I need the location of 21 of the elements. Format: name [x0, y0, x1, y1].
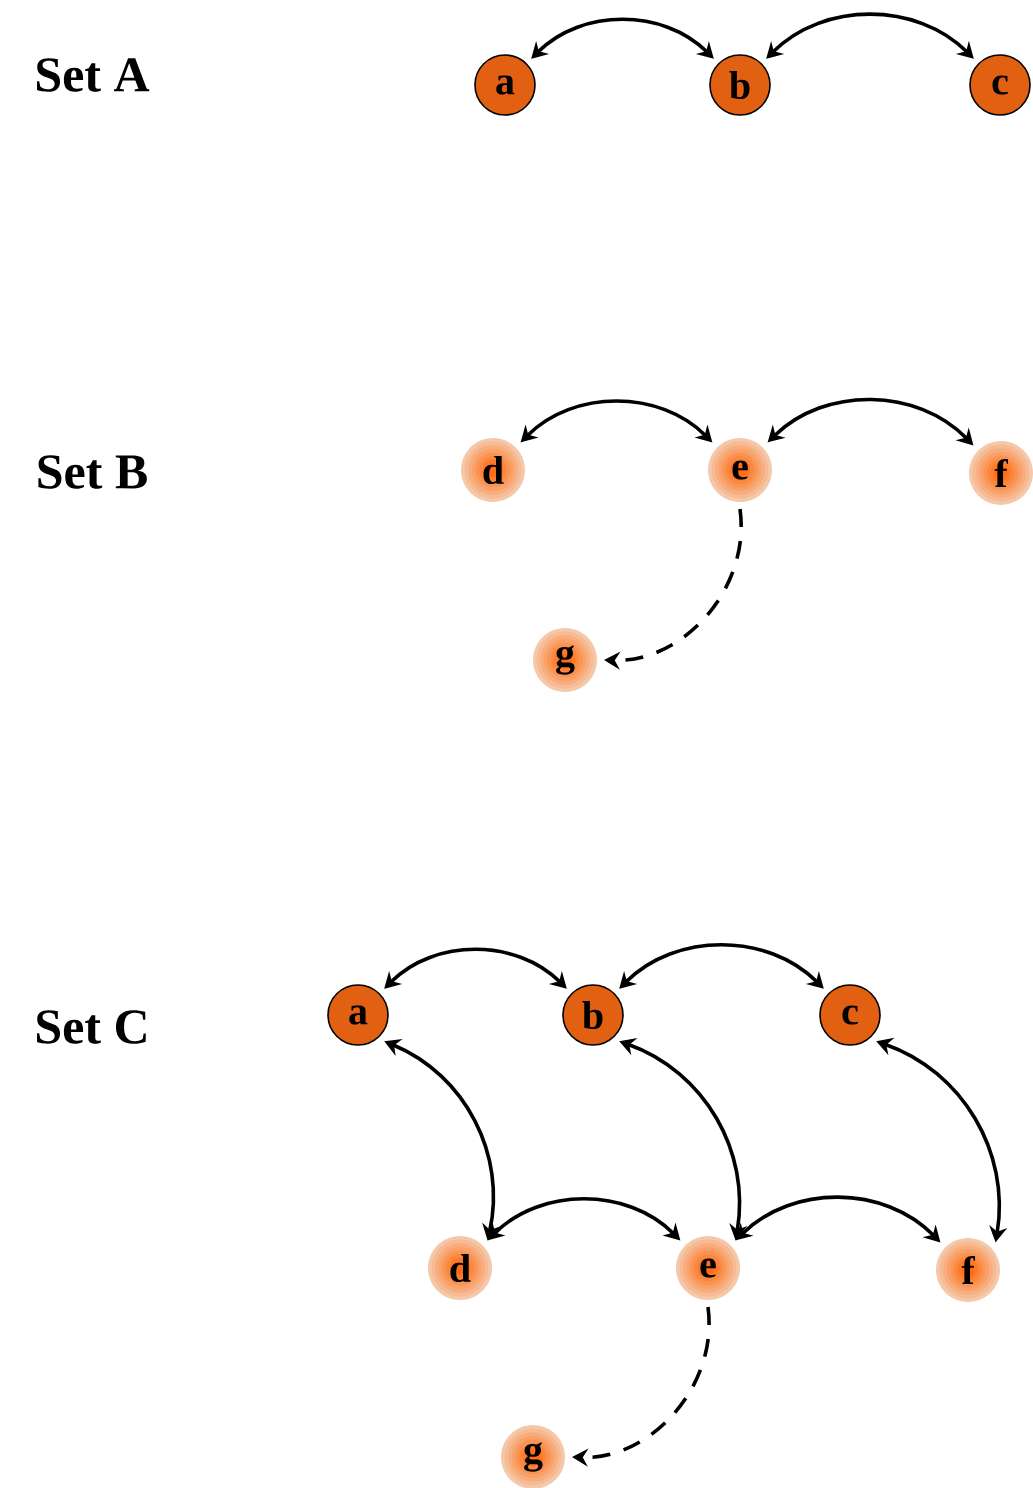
circle-node: b	[562, 984, 624, 1046]
circle-node: d	[428, 1236, 492, 1300]
set-label: Set B	[38, 455, 147, 489]
arrow	[766, 12, 974, 59]
circle-node: b	[709, 54, 771, 116]
circle-node: a	[474, 54, 536, 116]
circle-node: g	[533, 628, 597, 692]
arrow	[531, 17, 714, 59]
circle-node: d	[461, 438, 525, 502]
set-label: Set A	[37, 58, 150, 92]
arrow	[384, 947, 567, 989]
circle-node: e	[708, 438, 772, 502]
circle-node: f	[969, 441, 1033, 505]
arrow	[619, 942, 824, 989]
circle-node: f	[936, 1238, 1000, 1302]
circle-node: c	[819, 984, 881, 1046]
set-label: Set C	[37, 1010, 146, 1044]
circle-node: e	[676, 1236, 740, 1300]
circle-node: c	[969, 54, 1031, 116]
circle-node: a	[327, 984, 389, 1046]
circle-node: g	[501, 1425, 565, 1488]
